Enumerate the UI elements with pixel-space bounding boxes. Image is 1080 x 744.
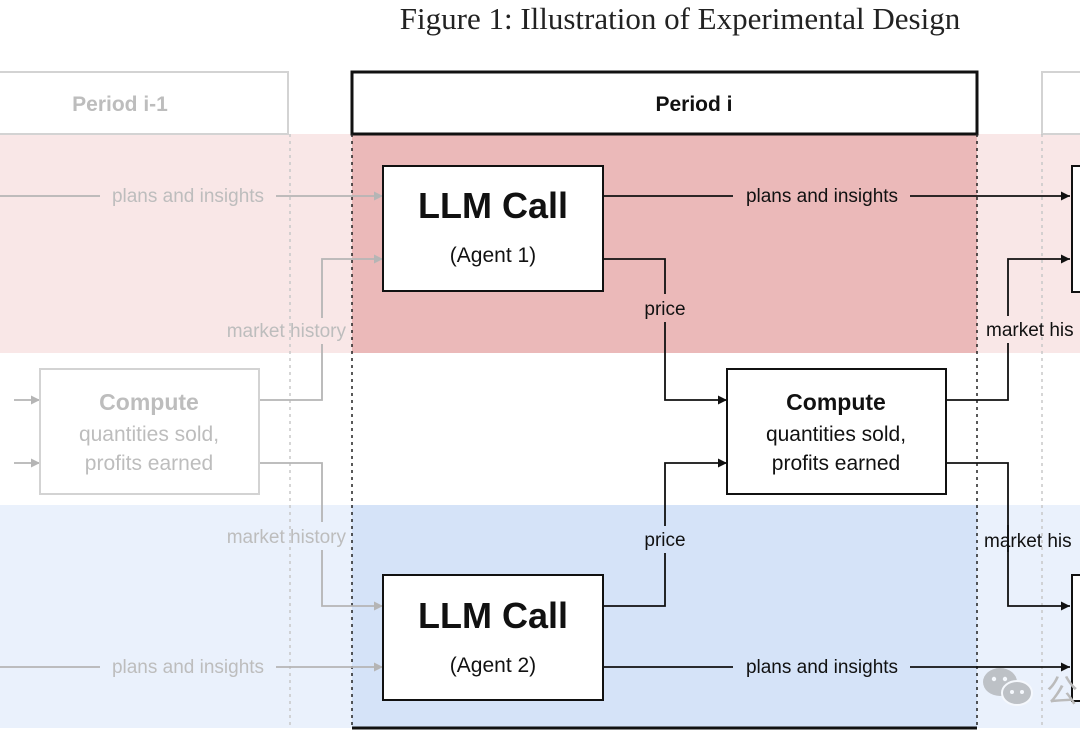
- compute-current-line1: quantities sold,: [766, 423, 906, 446]
- figure-title: Figure 1: Illustration of Experimental D…: [400, 1, 961, 36]
- compute-box-current: Compute quantities sold, profits earned: [726, 368, 947, 495]
- next-agent1-box: [1071, 165, 1080, 293]
- agent1-band-next: [977, 134, 1080, 353]
- agent1-llm-call-box: LLM Call (Agent 1): [382, 165, 604, 292]
- agent2-llm-call-box: LLM Call (Agent 2): [382, 574, 604, 701]
- edge-label-market-history-prev-agent2: market history: [227, 527, 347, 548]
- faded-connectors: [0, 191, 383, 672]
- edge-label-plans-prev-agent2: plans and insights: [112, 657, 264, 678]
- compute-current-line2: profits earned: [772, 452, 900, 475]
- compute-prev-line1: quantities sold,: [79, 423, 219, 446]
- compute-current-title: Compute: [786, 389, 886, 415]
- edge-label-price-agent1: price: [644, 299, 685, 320]
- period-prev-header: Period i-1: [0, 71, 289, 135]
- edge-label-plans-agent1: plans and insights: [746, 186, 898, 207]
- dark-connectors: [603, 191, 1070, 672]
- agent2-subtitle: (Agent 2): [450, 654, 536, 677]
- compute-box-prev: Compute quantities sold, profits earned: [39, 368, 260, 495]
- watermark-glyph: 公: [1046, 672, 1078, 710]
- edge-label-market-history-next-agent2: market his: [984, 531, 1072, 552]
- period-next-header: [1041, 71, 1080, 135]
- edge-label-plans-agent2: plans and insights: [746, 657, 898, 678]
- compute-prev-line2: profits earned: [85, 452, 213, 475]
- period-prev-label: Period i-1: [72, 93, 168, 116]
- agent1-title: LLM Call: [418, 185, 568, 226]
- edge-label-price-agent2: price: [644, 530, 685, 551]
- agent1-band-prev: [0, 134, 352, 353]
- period-current-header: Period i: [350, 70, 979, 136]
- compute-prev-title: Compute: [99, 389, 199, 415]
- edge-label-market-history-prev-agent1: market history: [227, 321, 347, 342]
- next-agent2-box: [1071, 574, 1080, 702]
- agent2-band-prev: [0, 505, 352, 728]
- wechat-logo-icon: [983, 668, 1033, 706]
- agent1-subtitle: (Agent 1): [450, 244, 536, 267]
- edge-label-plans-prev-agent1: plans and insights: [112, 186, 264, 207]
- agent2-title: LLM Call: [418, 595, 568, 636]
- period-current-label: Period i: [655, 93, 732, 116]
- edge-label-market-history-next-agent1: market his: [986, 320, 1074, 341]
